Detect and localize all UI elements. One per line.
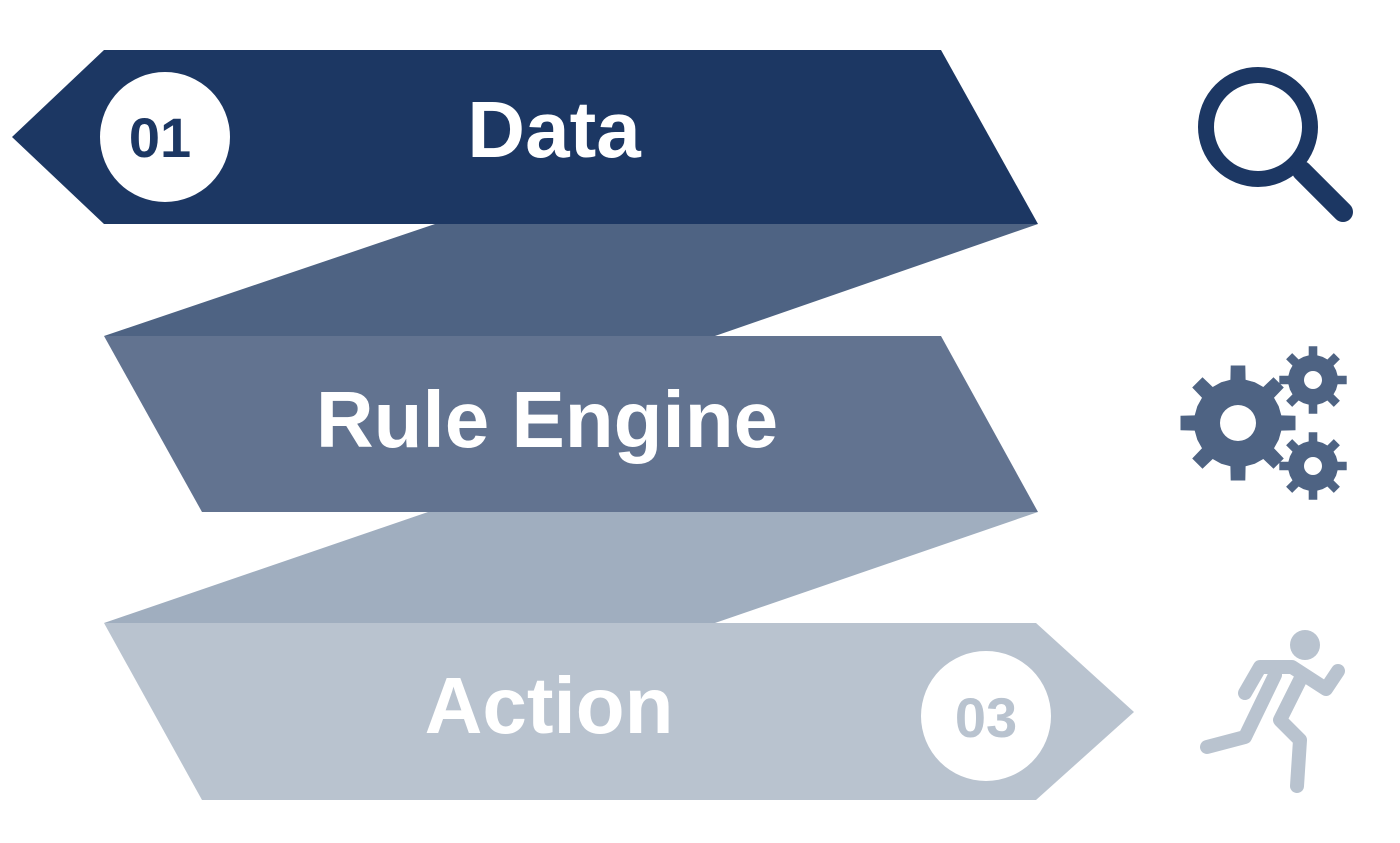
small-gear-top-icon [1279,346,1347,414]
step-data: 01 Data [12,50,1038,224]
step-action-badge [921,651,1051,781]
gear-shape [1279,346,1347,414]
step-rule-engine-band [104,336,1038,512]
step-rule-engine: Rule Engine [104,336,1038,512]
gear-shape [1180,365,1296,481]
step-action-band [104,623,1134,800]
gear-shape [1279,432,1347,500]
search-icon [1198,67,1353,222]
step-data-band [12,50,1038,224]
gears-icon [1180,346,1347,500]
small-gear-bottom-icon [1279,432,1347,500]
step-action-label: Action [425,661,674,750]
connector-2 [104,512,1038,623]
step-action: 03 Action [104,623,1134,800]
connector-1 [104,224,1038,336]
step-action-number: 03 [955,686,1017,749]
step-data-label: Data [467,85,641,174]
running-person-icon [1200,630,1345,793]
step-data-badge [100,72,230,202]
step-data-number: 01 [129,106,191,169]
large-gear-icon [1180,365,1296,481]
step-rule-engine-label: Rule Engine [316,375,778,464]
